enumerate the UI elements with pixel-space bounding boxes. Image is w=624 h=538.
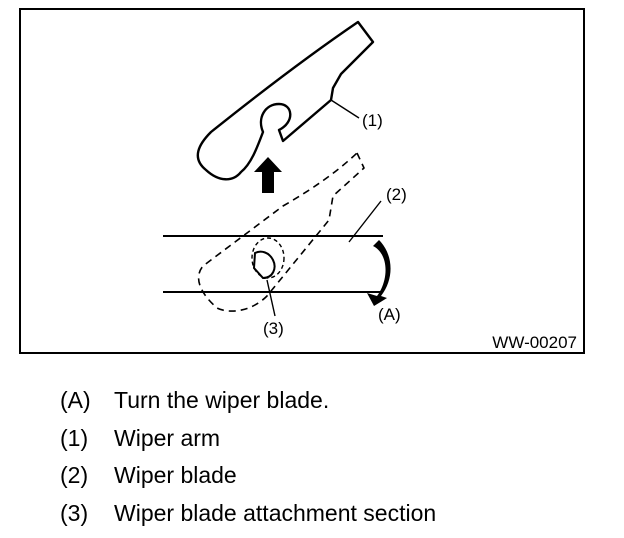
legend-key: (3) xyxy=(60,499,89,526)
wiper-diagram: (1) (2) (3) (A) WW-00207 xyxy=(163,20,577,352)
legend-text: Wiper arm xyxy=(114,424,221,451)
legend-text: Turn the wiper blade. xyxy=(114,387,330,414)
callout-1: (1) xyxy=(362,111,383,130)
attachment-hook xyxy=(252,250,276,280)
leader-line-3 xyxy=(266,279,276,317)
legend-key: (1) xyxy=(60,424,89,451)
leader-line-2 xyxy=(348,200,382,243)
wiper-arm xyxy=(196,20,375,181)
callout-3: (3) xyxy=(263,319,284,338)
callout-2: (2) xyxy=(386,185,407,204)
legend-list: (A) Turn the wiper blade. (1) Wiper arm … xyxy=(60,382,436,532)
legend-text: Wiper blade attachment section xyxy=(114,499,437,526)
legend-item: (3) Wiper blade attachment section xyxy=(60,495,436,533)
legend-key: (A) xyxy=(60,387,91,414)
figure-frame: (1) (2) (3) (A) WW-00207 xyxy=(19,8,585,354)
lift-arrow xyxy=(254,157,282,193)
leader-line-1 xyxy=(330,99,360,119)
legend-item: (A) Turn the wiper blade. xyxy=(60,382,436,420)
figure-code: WW-00207 xyxy=(492,333,577,352)
legend-text: Wiper blade xyxy=(114,462,237,489)
legend-item: (2) Wiper blade xyxy=(60,457,436,495)
callout-a: (A) xyxy=(378,305,401,324)
legend-key: (2) xyxy=(60,462,89,489)
rotate-arrow xyxy=(367,240,391,306)
legend-item: (1) Wiper arm xyxy=(60,420,436,458)
